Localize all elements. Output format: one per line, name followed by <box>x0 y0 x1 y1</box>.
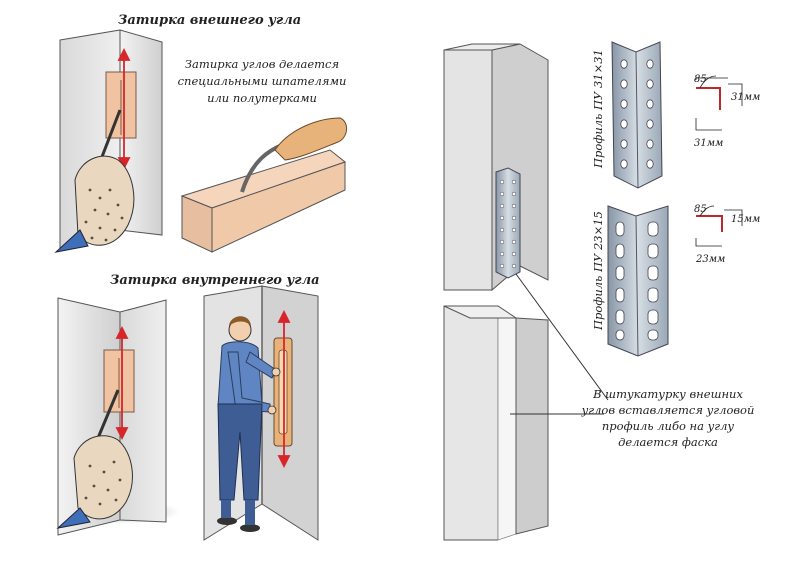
profile-23x15-side-b: 23мм <box>695 254 725 265</box>
trowel-note-line-1: Затирка углов делается <box>185 57 339 71</box>
profile-31x31-label: Профиль ПУ 31×31 <box>591 49 605 169</box>
column-with-chamfer <box>443 305 549 541</box>
profile-note-line-1: В штукатурку внешних <box>592 387 743 401</box>
corner-trowel <box>180 117 347 253</box>
profile-23x15: Профиль ПУ 23×15 85 15мм 23мм <box>591 204 760 357</box>
profile-note-line-2: углов вставляется угловой <box>581 403 755 417</box>
trowel-note-line-3: или полутерками <box>207 91 317 105</box>
profile-23x15-angle: 85 <box>694 204 707 215</box>
profile-31x31-side-b: 31мм <box>694 138 723 149</box>
inner-corner-illustration <box>56 297 180 536</box>
heading-inner-corner: Затирка внутреннего угла <box>110 273 320 288</box>
inner-vertical-arrow <box>115 325 129 441</box>
profile-31x31-side-a: 31мм <box>731 92 760 103</box>
profile-31x31-angle: 85 <box>694 74 707 85</box>
profile-23x15-label: Профиль ПУ 23×15 <box>591 211 605 331</box>
outer-corner-illustration <box>54 29 163 253</box>
corner-profile-inset <box>495 167 521 279</box>
worker-illustration <box>203 285 319 541</box>
leader-lines <box>510 273 609 415</box>
profile-31x31-section: 85 31мм 31мм <box>694 74 760 149</box>
profile-23x15-section: 85 15мм 23мм <box>694 204 760 265</box>
worker-arrow <box>277 309 291 469</box>
column-with-profile <box>443 43 549 292</box>
profile-23x15-side-a: 15мм <box>731 214 760 225</box>
profile-31x31: Профиль ПУ 31×31 85 31мм 31мм <box>591 41 760 189</box>
trowel-note: Затирка углов делается специальными шпат… <box>178 57 347 105</box>
hand-with-tool <box>54 109 135 253</box>
heading-outer-corner: Затирка внешнего угла <box>118 13 301 28</box>
profile-note-line-3: профиль либо на углу <box>602 419 735 433</box>
profile-note-line-4: делается фаска <box>618 435 718 449</box>
profile-note: В штукатурку внешних углов вставляется у… <box>581 387 755 449</box>
trowel-note-line-2: специальными шпателями <box>178 74 347 88</box>
inner-hand-with-tool <box>56 389 133 529</box>
